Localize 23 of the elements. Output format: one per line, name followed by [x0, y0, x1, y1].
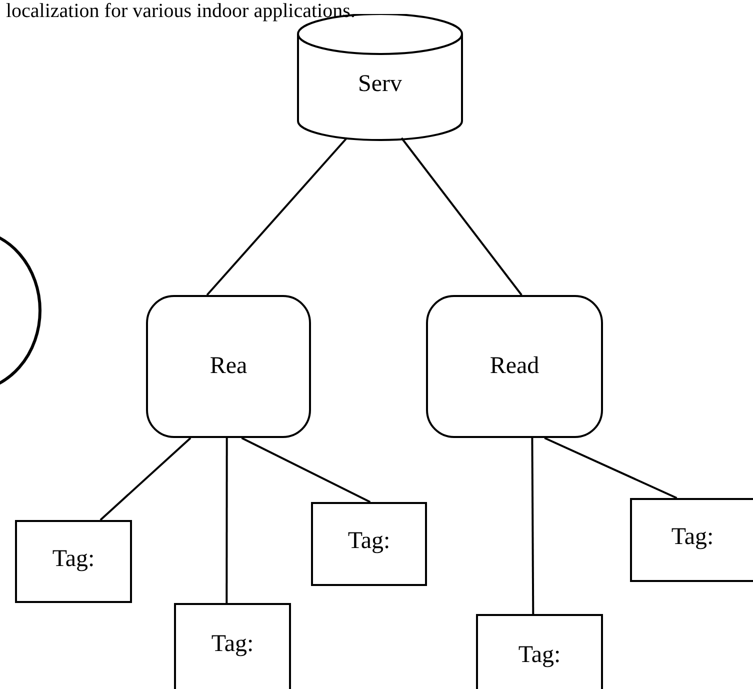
caption-text: localization for various indoor applications.	[6, 0, 356, 22]
node-label: Tag:	[518, 642, 561, 669]
node-label: Rea	[210, 353, 248, 380]
tag-box	[174, 603, 291, 689]
node-label: Tag:	[211, 631, 254, 658]
connector-line	[206, 137, 348, 296]
node-label: Tag:	[52, 546, 95, 573]
tag-box	[630, 498, 753, 582]
tag-box	[15, 520, 132, 603]
connector-line	[531, 438, 534, 614]
connector-line	[241, 437, 371, 503]
connector-line	[226, 438, 228, 603]
reader-box	[146, 295, 311, 438]
node-label: Serv	[358, 71, 402, 98]
connector-line	[100, 437, 192, 521]
node-label: Tag:	[671, 524, 714, 551]
connector-line	[400, 137, 522, 296]
reader-box	[426, 295, 603, 438]
tag-box	[476, 614, 603, 689]
tag-box	[311, 502, 427, 586]
connector-line	[544, 437, 678, 499]
node-label: Tag:	[348, 528, 390, 555]
node-label: Read	[490, 353, 540, 380]
